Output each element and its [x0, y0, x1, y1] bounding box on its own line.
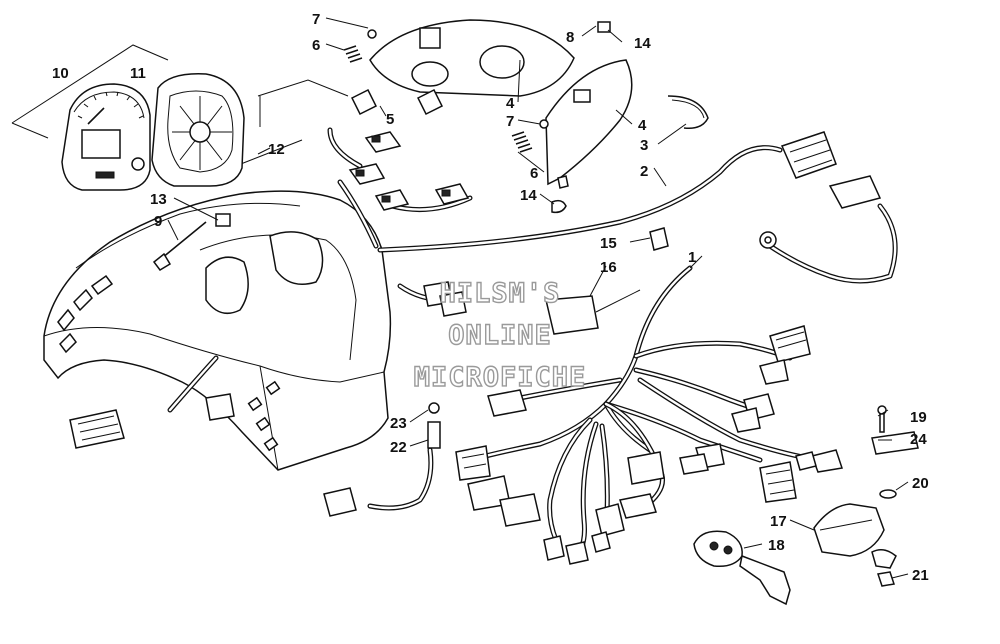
callout-3: 3 [640, 137, 648, 154]
front-fairing [43, 190, 392, 471]
gauge-hood [151, 73, 245, 187]
small-parts [152, 19, 919, 606]
callout-7-mid: 7 [506, 113, 514, 130]
callout-16: 16 [600, 259, 617, 276]
watermark: HILSM'S ONLINE MICROFICHE [413, 277, 587, 393]
watermark-line-3: MICROFICHE [414, 362, 587, 393]
callout-7-top: 7 [312, 11, 320, 28]
callout-23: 23 [390, 415, 407, 432]
callout-6-top: 6 [312, 37, 320, 54]
callout-13: 13 [150, 191, 167, 208]
instrument-cluster [61, 83, 151, 191]
connectors [69, 131, 882, 565]
watermark-line-1: HILSM'S [440, 278, 561, 309]
callout-2: 2 [640, 163, 648, 180]
callout-1: 1 [688, 249, 696, 266]
callout-11: 11 [130, 65, 146, 82]
watermark-line-2: ONLINE [448, 320, 552, 351]
callout-15: 15 [600, 235, 617, 252]
callout-9: 9 [154, 213, 162, 230]
callout-21: 21 [912, 567, 929, 584]
callout-24: 24 [910, 431, 927, 448]
callout-20: 20 [912, 475, 929, 492]
callout-4-top: 4 [506, 95, 515, 112]
callout-8: 8 [566, 29, 574, 46]
callout-6-mid: 6 [530, 165, 538, 182]
callout-14-mid: 14 [520, 187, 537, 204]
callout-22: 22 [390, 439, 407, 456]
secondary-wire-harness [167, 265, 823, 553]
callout-14-top: 14 [634, 35, 651, 52]
callout-labels: 7 6 8 14 10 11 4 5 7 4 3 12 2 6 14 13 9 … [52, 11, 929, 584]
leader-lines [167, 17, 909, 579]
callout-17: 17 [770, 513, 787, 530]
callout-10: 10 [52, 65, 69, 82]
callout-12: 12 [268, 141, 285, 158]
callout-19: 19 [910, 409, 927, 426]
callout-18: 18 [768, 537, 785, 554]
main-wire-harness [327, 127, 898, 284]
callout-5: 5 [386, 111, 394, 128]
callout-4-mid: 4 [638, 117, 647, 134]
